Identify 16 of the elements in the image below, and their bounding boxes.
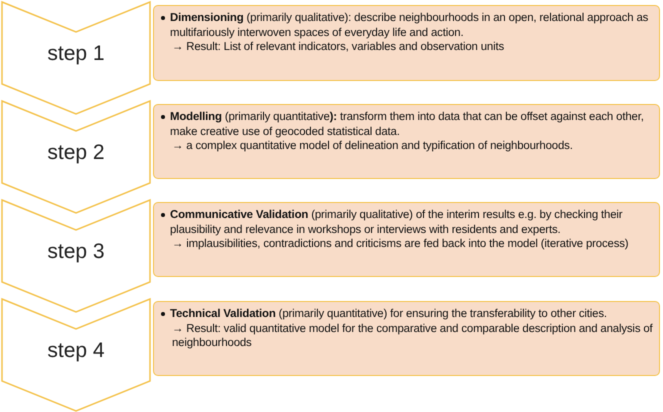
description-box [153, 301, 660, 376]
step-description: Technical Validation (primarily quantitative) for ensuring the transferability to other cities. [170, 307, 608, 322]
result-text: → Result: List of relevant indicators, variables and observation units [171, 40, 506, 54]
step-label: step 1 [46, 42, 106, 66]
step-description: Dimensioning (primarily qualitative): describe neighbourhoods in an open, relational approach as multifariously interwoven spaces of everyday life and action. [170, 11, 650, 40]
result-text: → a complex quantitative model of delineation and typification of neighbourhoods. [171, 139, 574, 154]
step-description: Modelling (primarily quantitative): transform them into data that can be offset against each other, make creative use of geocoded statistical data. [170, 110, 645, 139]
result-text: → Result: valid quantitative model for the comparative and comparable description and analysis of neighbourhoods [171, 322, 654, 350]
step-label: step 4 [46, 339, 106, 363]
description-box [153, 202, 660, 277]
step-label: step 2 [46, 141, 106, 165]
description-box [153, 104, 660, 179]
step-label: step 3 [46, 240, 106, 264]
description-box [153, 5, 660, 81]
result-text: → implausibilities, contradictions and criticisms are fed back into the model (iterative process) [171, 237, 630, 252]
step-description: Communicative Validation (primarily qualitative) of the interim results e.g. by checking their plausibility and relevance in workshops or interviews with residents and experts. [170, 208, 624, 237]
